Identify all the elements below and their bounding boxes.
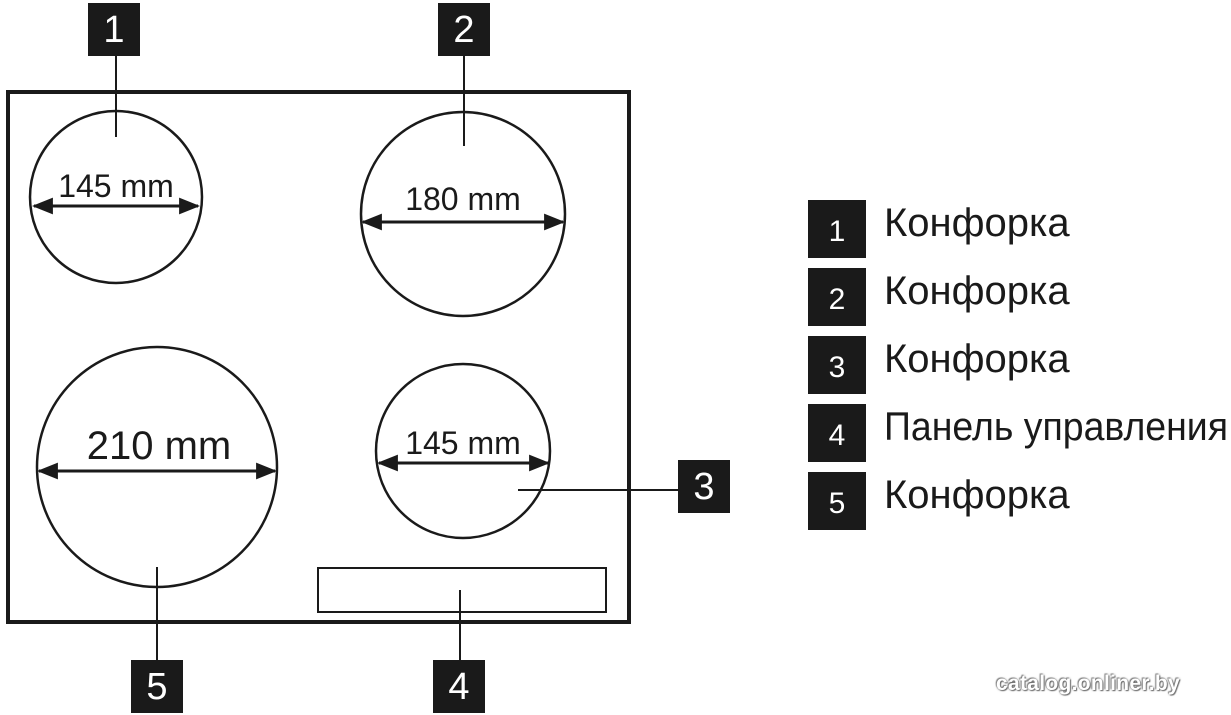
legend-item-5-label: Конфорка: [884, 473, 1070, 517]
legend-item-5-number: 5: [829, 487, 846, 520]
callout-3-box: [678, 460, 730, 513]
callout-5-box: [131, 660, 183, 713]
burner-2-diameter: 180 mm: [405, 181, 521, 217]
hob-outline: [6, 90, 631, 624]
callout-3: 3: [678, 460, 730, 513]
legend-item-3: 3 Конфорка: [808, 336, 1070, 394]
callout-4-number: 4: [448, 666, 469, 708]
legend-item-2-label: Конфорка: [884, 269, 1070, 313]
control-panel: [317, 567, 607, 662]
legend-item-4-number: 4: [829, 419, 846, 452]
callout-1-box: [88, 3, 140, 56]
burner-5: 210 mm: [35, 345, 279, 666]
legend-item-3-box: [808, 336, 866, 394]
callout-4: 4: [433, 660, 485, 713]
callout-4-box: [433, 660, 485, 713]
burner-2: 180 mm: [359, 56, 567, 318]
legend-item-4-box: [808, 404, 866, 462]
legend-item-2-number: 2: [829, 283, 846, 316]
callout-2: 2: [438, 3, 490, 56]
callout-2-box: [438, 3, 490, 56]
callout-5-number: 5: [146, 666, 167, 708]
burner-1-diameter: 145 mm: [58, 168, 174, 204]
burner-3: 145 mm: [374, 362, 680, 540]
legend-item-4-label: Панель управления: [884, 405, 1228, 449]
legend-item-1-box: [808, 200, 866, 258]
legend: 1 Конфорка 2 Конфорка 3 Конфорка 4 Панел…: [808, 200, 1228, 530]
burner-1: 145 mm: [28, 56, 204, 285]
legend-item-1: 1 Конфорка: [808, 200, 1070, 258]
legend-item-3-label: Конфорка: [884, 337, 1070, 381]
legend-item-1-label: Конфорка: [884, 201, 1070, 245]
legend-item-2: 2 Конфорка: [808, 268, 1070, 326]
callout-1-number: 1: [103, 9, 124, 51]
callout-5: 5: [131, 660, 183, 713]
legend-item-5-box: [808, 472, 866, 530]
callout-1: 1: [88, 3, 140, 56]
burner-5-diameter: 210 mm: [87, 424, 232, 468]
watermark: catalog.onliner.by: [996, 672, 1180, 695]
burner-3-circle: [374, 362, 552, 540]
legend-item-2-box: [808, 268, 866, 326]
legend-item-3-number: 3: [829, 351, 846, 384]
callout-2-number: 2: [453, 9, 474, 51]
legend-item-1-number: 1: [829, 215, 846, 248]
callout-3-number: 3: [693, 466, 714, 508]
legend-item-5: 5 Конфорка: [808, 472, 1070, 530]
control-panel-rect: [317, 567, 607, 613]
burner-3-diameter: 145 mm: [405, 425, 521, 461]
legend-item-4: 4 Панель управления: [808, 404, 1228, 462]
